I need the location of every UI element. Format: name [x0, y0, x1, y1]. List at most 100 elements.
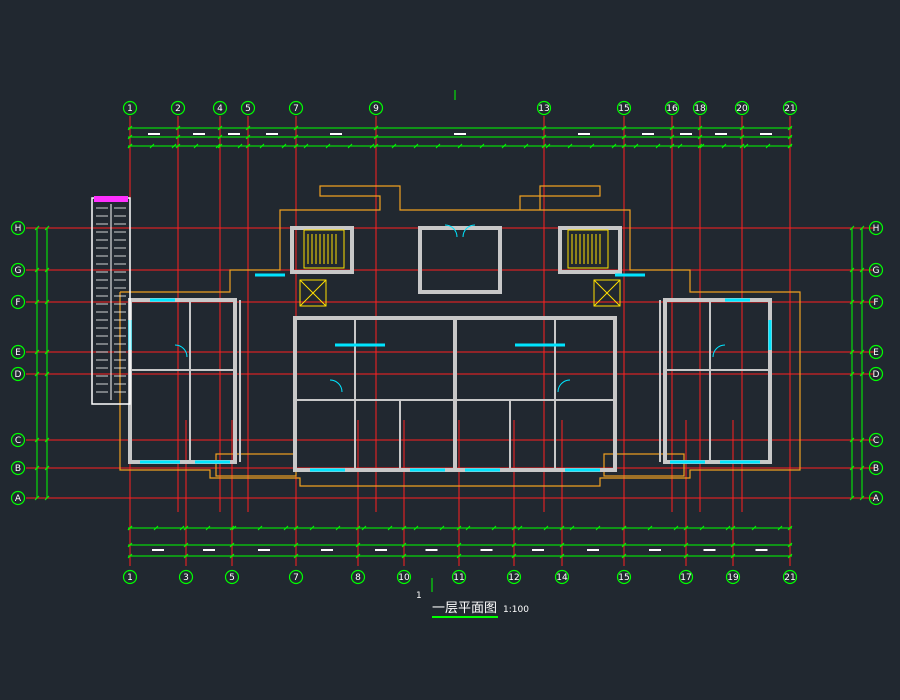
dimension-tick: [541, 125, 547, 131]
outline-terrace-right: [603, 453, 685, 477]
axis-bubble-left: C: [10, 432, 26, 448]
dimension-tick: [175, 134, 181, 140]
axis-bubble-bottom-circle: [178, 569, 194, 585]
elevator-right: [593, 279, 621, 307]
door-swing: [557, 379, 571, 393]
grid-lines: [26, 116, 874, 566]
dimension-tick: [44, 437, 50, 443]
dimension-tick: [456, 553, 462, 559]
dimension-tick: [721, 143, 727, 149]
axis-bubble-right: H: [868, 220, 884, 236]
dimension-tick: [355, 525, 361, 531]
axis-bubble-top: 20: [734, 100, 750, 116]
elevator-left: [299, 279, 327, 307]
dimension-tick: [217, 134, 223, 140]
axis-bubble-bottom-label: 5: [229, 573, 235, 583]
axis-bubble-bottom-label: 15: [618, 573, 629, 583]
dimension-tick: [373, 143, 379, 149]
axis-bubble-bottom-label: 14: [556, 573, 568, 583]
dimension-tick: [491, 525, 497, 531]
dimension-tick: [669, 125, 675, 131]
axis-bubble-top: 4: [212, 100, 228, 116]
axis-bubble-left-label: D: [15, 370, 22, 380]
axis-bubble-bottom: 12: [506, 569, 522, 585]
dimension-tick: [34, 495, 40, 501]
axis-bubble-right: A: [868, 490, 884, 506]
dimension-tick: [325, 143, 331, 149]
dimension-tick: [456, 525, 462, 531]
dimension-tick: [127, 525, 133, 531]
dimension-tick: [391, 143, 397, 149]
dimension-tick: [401, 525, 407, 531]
axis-bubble-bottom-label: 8: [355, 573, 361, 583]
axis-bubble-bottom: 5: [224, 569, 240, 585]
dimension-tick: [669, 143, 675, 149]
dimension-text-placeholder: [148, 133, 160, 135]
dimension-tick: [787, 525, 793, 531]
axis-bubble-top-circle: [664, 100, 680, 116]
axis-bubble-top-circle: [692, 100, 708, 116]
dimension-tick: [541, 143, 547, 149]
axis-bubble-bottom: 3: [178, 569, 194, 585]
dimension-tick: [859, 299, 865, 305]
axis-bubble-bottom-label: 19: [727, 573, 739, 583]
dimension-tick: [387, 525, 393, 531]
dimension-text-placeholder: [228, 133, 240, 135]
axis-bubble-right-label: E: [873, 348, 879, 358]
dimension-tick: [369, 143, 375, 149]
axis-bubble-bottom: 21: [782, 569, 798, 585]
dimension-tick: [787, 134, 793, 140]
axis-bubble-top: 15: [616, 100, 632, 116]
dimension-tick: [751, 525, 757, 531]
axis-bubble-top: 2: [170, 100, 186, 116]
axis-bubble-right-circle: [868, 366, 884, 382]
dimension-text-placeholder: [258, 549, 270, 551]
dimension-text-placeholder: [266, 133, 278, 135]
dimension-tick: [149, 143, 155, 149]
dimension-tick: [611, 143, 617, 149]
axis-bubble-bottom-circle: [288, 569, 304, 585]
axis-bubble-left-circle: [10, 366, 26, 382]
dimension-tick: [647, 525, 653, 531]
dimension-tick: [849, 465, 855, 471]
axis-bubble-top-circle: [212, 100, 228, 116]
axis-bubble-bottom-circle: [451, 569, 467, 585]
axis-bubble-left-circle: [10, 344, 26, 360]
axis-bubble-bottom: 10: [396, 569, 412, 585]
axis-bubble-bottom: 15: [616, 569, 632, 585]
dimension-tick: [559, 525, 565, 531]
dimension-tick: [44, 267, 50, 273]
axis-bubble-top-label: 7: [293, 104, 299, 114]
axis-bubble-bottom-label: 7: [293, 573, 299, 583]
dimension-tick: [183, 525, 189, 531]
axis-bubble-left: G: [10, 262, 26, 278]
axis-bubble-bottom-label: 1: [127, 573, 133, 583]
dimension-tick: [859, 225, 865, 231]
dimension-tick: [175, 143, 181, 149]
axis-bubble-top-label: 15: [618, 104, 629, 114]
wall-center-right: [453, 316, 617, 472]
dimension-tick: [293, 125, 299, 131]
axis-bubble-top-label: 18: [694, 104, 706, 114]
dimension-tick: [683, 553, 689, 559]
axis-bubble-top-circle: [782, 100, 798, 116]
axis-bubble-left-circle: [10, 220, 26, 236]
dimension-tick: [595, 525, 601, 531]
dimension-tick: [335, 525, 341, 531]
dimension-tick: [501, 143, 507, 149]
axis-bubble-left-label: B: [15, 464, 21, 474]
drawing-scale: 1:100: [503, 605, 529, 615]
door-swing: [444, 224, 458, 238]
dimension-tick: [183, 542, 189, 548]
stair-right-frame: [567, 229, 609, 269]
door-swing: [174, 344, 188, 358]
dimension-tick: [361, 525, 367, 531]
axis-bubble-bottom-circle: [506, 569, 522, 585]
stair-section-top: [94, 196, 128, 202]
dimension-tick: [849, 225, 855, 231]
dimension-tick: [44, 299, 50, 305]
dimension-tick: [215, 143, 221, 149]
